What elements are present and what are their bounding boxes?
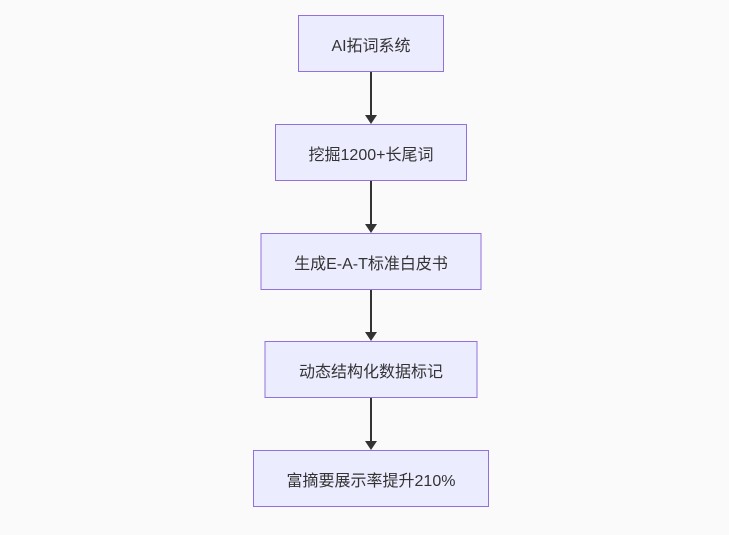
flow-node-label: 富摘要展示率提升210% xyxy=(286,472,456,490)
flow-node-eat-whitepaper: 生成E-A-T标准白皮书 xyxy=(260,233,482,290)
flow-node-label: AI拓词系统 xyxy=(331,37,411,55)
arrow-line xyxy=(370,290,372,332)
flow-arrow-1 xyxy=(364,72,378,124)
arrow-head-icon xyxy=(365,224,377,233)
flow-node-longtail-mining: 挖掘1200+长尾词 xyxy=(275,124,467,181)
arrow-head-icon xyxy=(365,115,377,124)
flow-node-structured-data: 动态结构化数据标记 xyxy=(264,341,478,398)
flow-arrow-3 xyxy=(364,290,378,341)
flow-node-rich-snippet-rate: 富摘要展示率提升210% xyxy=(253,450,489,507)
flow-node-label: 生成E-A-T标准白皮书 xyxy=(294,255,448,273)
arrow-line xyxy=(370,398,372,441)
arrow-line xyxy=(370,181,372,224)
flow-arrow-4 xyxy=(364,398,378,450)
flow-node-ai-word-expansion: AI拓词系统 xyxy=(298,15,444,72)
flow-node-label: 动态结构化数据标记 xyxy=(298,363,443,381)
flow-node-label: 挖掘1200+长尾词 xyxy=(308,146,434,164)
arrow-head-icon xyxy=(365,332,377,341)
arrow-line xyxy=(370,72,372,115)
arrow-head-icon xyxy=(365,441,377,450)
flow-arrow-2 xyxy=(364,181,378,233)
